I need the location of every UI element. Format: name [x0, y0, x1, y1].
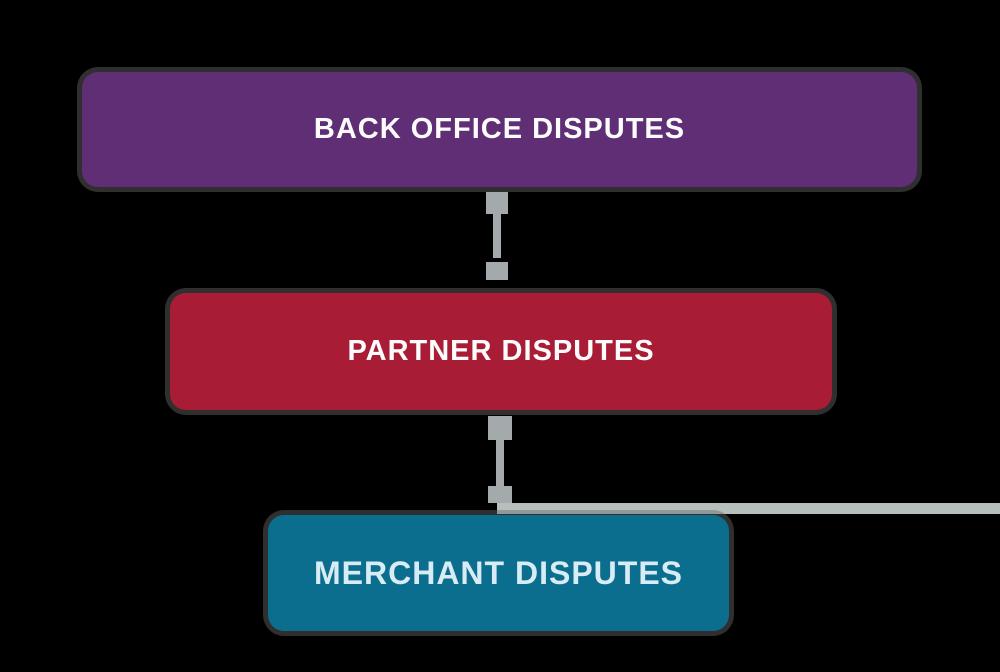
connector-top-cap — [486, 192, 508, 214]
node-back-office-disputes[interactable]: BACK OFFICE DISPUTES — [82, 72, 917, 187]
node-partner-disputes[interactable]: PARTNER DISPUTES — [170, 293, 832, 410]
node-merchant-label: MERCHANT DISPUTES — [313, 554, 683, 591]
connector-bottom-cap — [488, 486, 512, 503]
node-merchant-disputes[interactable]: MERCHANT DISPUTES — [268, 515, 729, 631]
connector-stem — [493, 210, 501, 258]
gray-side-strip — [497, 503, 1000, 514]
connector-bottom-cap — [486, 262, 508, 280]
connector-stem — [496, 436, 504, 486]
node-back-office-label: BACK OFFICE DISPUTES — [313, 113, 686, 145]
connector-partner-to-merchant — [488, 416, 512, 503]
connector-back-office-to-partner — [486, 192, 508, 280]
node-partner-label: PARTNER DISPUTES — [347, 335, 655, 367]
